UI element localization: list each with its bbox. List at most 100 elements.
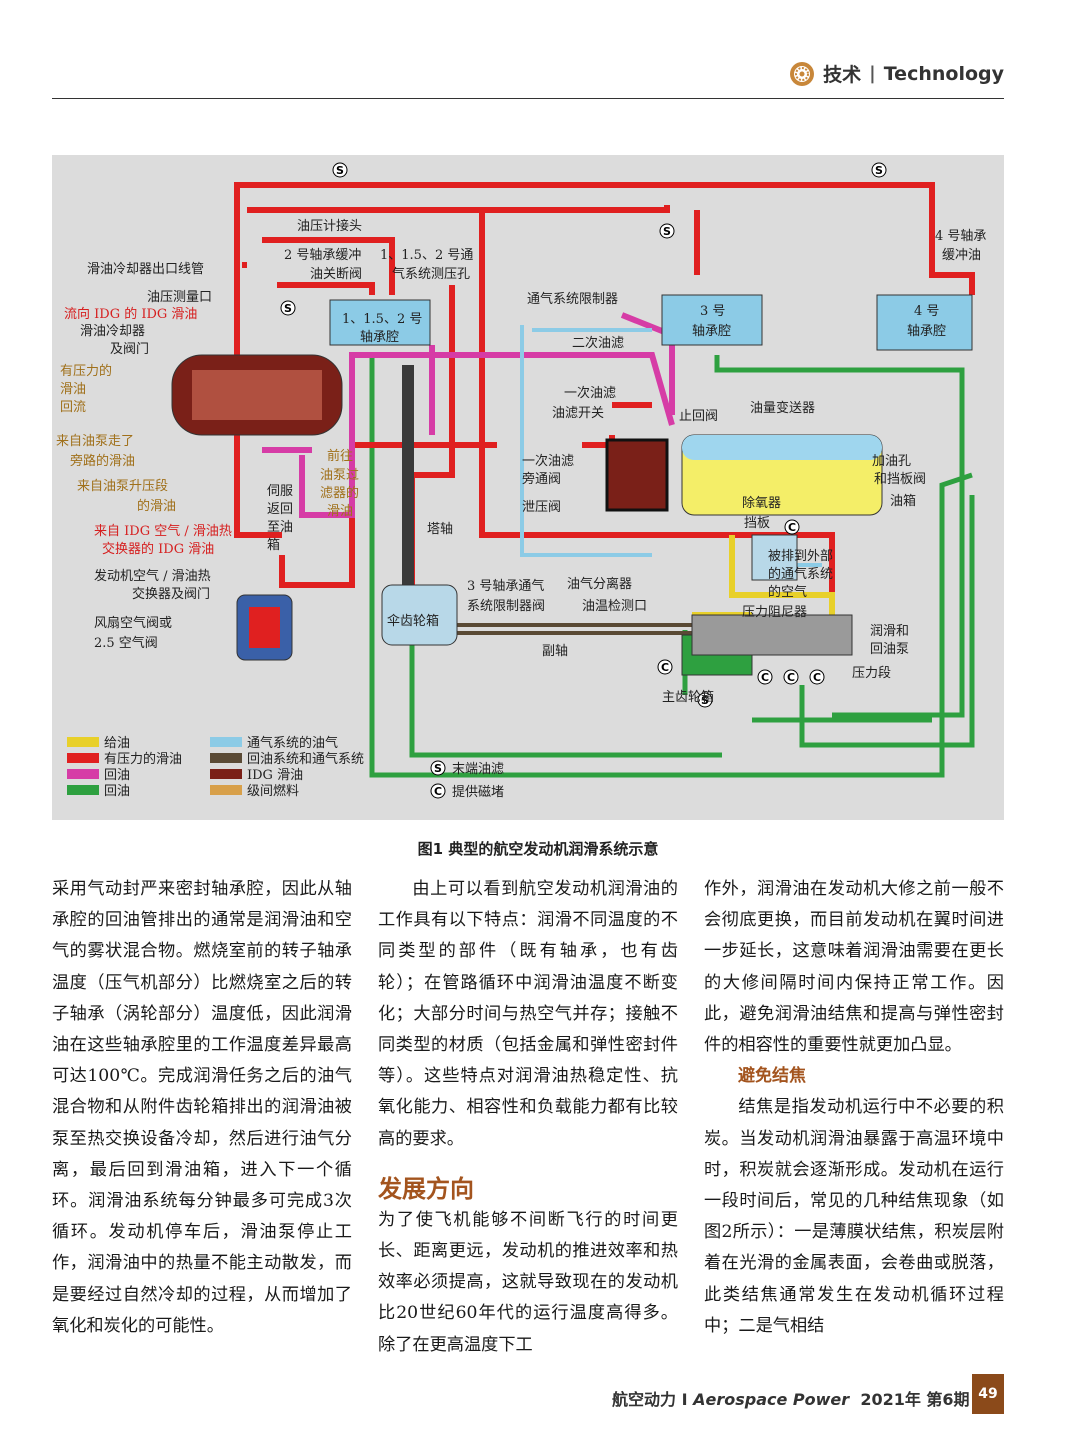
legend-c-label: 提供磁堵 bbox=[452, 784, 504, 800]
lbl-from-pump-boost-2: 的滑油 bbox=[137, 498, 176, 514]
col2-paragraph-1: 由上可以看到航空发动机润滑油的工作具有以下特点：润滑不同温度的不同类型的部件（既… bbox=[378, 879, 678, 1149]
legend-label-return-m: 回油 bbox=[104, 768, 130, 783]
legend-swatch-supply bbox=[67, 737, 99, 747]
lbl-qty-transmitter: 油量变送器 bbox=[750, 400, 815, 416]
lbl-from-idg-1: 来自 IDG 空气 / 滑油热 bbox=[94, 523, 232, 539]
svg-text:C: C bbox=[813, 671, 821, 684]
lbl-bearing4-1: 4 号 bbox=[914, 304, 939, 319]
figure-caption: 图1 典型的航空发动机润滑系统示意 bbox=[417, 840, 659, 858]
svg-text:C: C bbox=[761, 671, 769, 684]
svg-text:S: S bbox=[663, 225, 671, 238]
bearing-chamber-3-box bbox=[661, 294, 763, 346]
legend-s-glyph: S bbox=[434, 762, 442, 775]
legend-label-vent: 通气系统的油气 bbox=[247, 735, 338, 751]
section-heading-development: 发展方向 bbox=[378, 1174, 474, 1203]
section-cn: 技术 bbox=[823, 64, 862, 86]
legend: 给油 有压力的滑油 回油 回油 通气系统的油气 回油系统和通气系统 IDG 滑油… bbox=[67, 735, 504, 800]
lbl-bearing-chamber-1-1: 1、1.5、2 号 bbox=[342, 312, 422, 327]
legend-swatch-return-g bbox=[67, 785, 99, 795]
pressure-lines-red bbox=[234, 182, 975, 615]
lbl-servo-return-4: 箱 bbox=[267, 537, 280, 553]
lbl-from-idg-2: 交换器的 IDG 滑油 bbox=[102, 541, 214, 557]
bearing-chamber-1-box bbox=[329, 299, 431, 346]
lbl-pump-2: 回油泵 bbox=[870, 642, 909, 657]
turbine-logo-icon bbox=[790, 61, 815, 86]
lbl-vented-3: 的空气 bbox=[768, 584, 807, 600]
lbl-check-valve: 止回阀 bbox=[679, 409, 718, 424]
lbl-filler-1: 加油孔 bbox=[872, 454, 911, 469]
lbl-bearing-vent-port: 1、1.5、2 号通 bbox=[380, 248, 473, 263]
legend-label-fuel: 级间燃料 bbox=[247, 783, 299, 799]
lbl-bearing4-buffer-1: 4 号轴承 bbox=[935, 229, 986, 244]
legend-swatch-return-vent bbox=[210, 753, 242, 763]
legend-label-idg: IDG 滑油 bbox=[247, 768, 303, 783]
section-label: 技术 | Technology bbox=[789, 60, 1004, 87]
lbl-bearing2-buffer: 2 号轴承缓冲 bbox=[284, 248, 361, 263]
svg-text:C: C bbox=[788, 521, 796, 534]
lbl-vent-pressure-hole: 气系统测压孔 bbox=[392, 266, 470, 282]
lbl-tower-shaft: 塔轴 bbox=[427, 522, 453, 537]
lbl-pressure-stage: 压力段 bbox=[852, 666, 891, 681]
svg-text:S: S bbox=[701, 694, 709, 707]
lbl-from-pump-boost-1: 来自油泵升压段 bbox=[77, 479, 168, 494]
column-3: 作外，润滑油在发动机大修之前一般不会彻底更换，而目前发动机在翼时间进一步延长，这… bbox=[704, 874, 1004, 1342]
legend-swatch-return-m bbox=[67, 769, 99, 779]
lbl-tank: 油箱 bbox=[890, 493, 916, 509]
lbl-from-pump-bypass-1: 来自油泵走了 bbox=[56, 434, 134, 449]
section-en: Technology bbox=[883, 62, 1004, 85]
primary-filter bbox=[605, 438, 669, 512]
lbl-oil-cutoff-valve: 油关断阀 bbox=[310, 267, 362, 282]
lbl-bevel-gearbox: 伞齿轮箱 bbox=[387, 613, 439, 629]
legend-s-icon bbox=[430, 760, 446, 776]
lbl-oil-pressure-port: 油压计接头 bbox=[297, 218, 362, 234]
lubrication-system-diagram: S S S S C C C C C S 油压计接头 2 号轴承缓冲 1、1.5、… bbox=[52, 155, 1004, 820]
legend-s-label: 末端油滤 bbox=[452, 762, 504, 777]
col1-paragraph: 采用气动封严来密封轴承腔，因此从轴承腔的回油管排出的通常是润滑油和空气的雾状混合… bbox=[52, 879, 352, 1336]
lbl-to-pump-filter-4: 滑油 bbox=[327, 504, 353, 519]
journal-sep: I bbox=[681, 1390, 688, 1409]
col2-paragraph-2: 为了使飞机能够不间断飞行的时间更长、距离更远，发动机的推进效率和热效率必须提高，… bbox=[378, 1209, 678, 1355]
page-number: 49 bbox=[972, 1374, 1004, 1414]
lbl-to-pump-filter-2: 油泵过 bbox=[320, 468, 359, 483]
lbl-bearing-chamber-1-2: 轴承腔 bbox=[360, 330, 399, 345]
lbl-filter-switch: 油滤开关 bbox=[552, 406, 604, 421]
legend-c-icon bbox=[430, 783, 446, 799]
svg-text:S: S bbox=[336, 164, 344, 177]
lbl-bearing3-vent-1: 3 号轴承通气 bbox=[467, 578, 544, 594]
lbl-temp-port: 油温检测口 bbox=[582, 599, 647, 614]
lbl-deaerator: 除氧器 bbox=[742, 496, 781, 511]
lbl-engine-hx-2: 交换器及阀门 bbox=[132, 586, 210, 602]
lbl-vent-limiter: 通气系统限制器 bbox=[527, 291, 618, 307]
legend-c-glyph: C bbox=[434, 785, 442, 798]
lbl-bearing3-1: 3 号 bbox=[700, 304, 725, 319]
legend-swatch-pressure bbox=[67, 753, 99, 763]
journal-en: Aerospace Power bbox=[693, 1390, 850, 1409]
lbl-primary-filter: 一次油滤 bbox=[564, 385, 616, 401]
lbl-from-pump-bypass-2: 旁路的滑油 bbox=[70, 453, 135, 469]
col3-paragraph-2: 结焦是指发动机运行中不必要的积炭。当发动机润滑油暴露于高温环境中时，积炭就会逐渐… bbox=[704, 1097, 1004, 1336]
lbl-pressure-measure: 油压测量口 bbox=[147, 290, 212, 305]
lbl-to-pump-filter-1: 前往 bbox=[327, 448, 353, 464]
lbl-pump-1: 润滑和 bbox=[870, 624, 909, 639]
return-lines-green bbox=[369, 355, 975, 778]
page-footer: 航空动力 I Aerospace Power 2021年 第6期 bbox=[612, 1386, 970, 1410]
lbl-cooler-valve-2: 及阀门 bbox=[110, 342, 149, 357]
lbl-accessory-shaft: 副轴 bbox=[542, 644, 568, 659]
lbl-primary-bypass-1: 一次油滤 bbox=[522, 453, 574, 469]
lbl-fan-valve-2: 2.5 空气阀 bbox=[94, 635, 158, 651]
lbl-filler-2: 和挡板阀 bbox=[874, 472, 926, 487]
section-sep: | bbox=[869, 63, 876, 84]
lbl-main-gearbox: 主齿轮箱 bbox=[662, 689, 714, 705]
lbl-bearing4-2: 轴承腔 bbox=[907, 324, 946, 339]
legend-label-return-g: 回油 bbox=[104, 784, 130, 799]
svg-text:C: C bbox=[787, 671, 795, 684]
column-2: 由上可以看到航空发动机润滑油的工作具有以下特点：润滑不同温度的不同类型的部件（既… bbox=[378, 874, 678, 1361]
lbl-to-idg: 流向 IDG 的 IDG 滑油 bbox=[64, 306, 197, 322]
svg-text:S: S bbox=[284, 302, 292, 315]
legend-swatch-vent bbox=[210, 737, 242, 747]
filter-markers: S S S S C C C C C S bbox=[280, 162, 887, 708]
lbl-primary-bypass-2: 旁通阀 bbox=[522, 471, 561, 487]
legend-swatch-fuel bbox=[210, 785, 242, 795]
lbl-separator: 油气分离器 bbox=[567, 576, 632, 592]
lbl-pressurized-return-1: 有压力的 bbox=[60, 363, 112, 379]
